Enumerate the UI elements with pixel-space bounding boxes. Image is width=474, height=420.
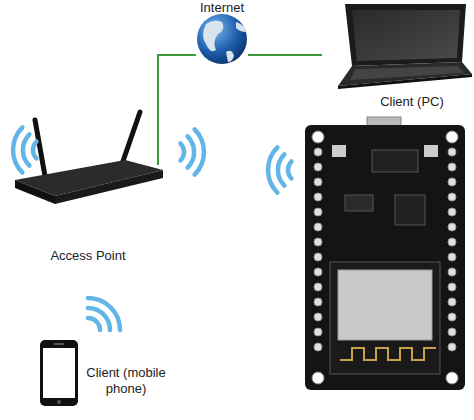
regulator-chip xyxy=(345,195,373,211)
pin-hole xyxy=(314,208,322,216)
esp-module xyxy=(330,262,440,374)
globe-sphere xyxy=(197,14,247,64)
network-link xyxy=(248,54,322,56)
pin-hole xyxy=(314,328,322,336)
globe-land xyxy=(236,22,246,32)
phone-speaker xyxy=(54,343,64,345)
device-label: Client (mobile phone) xyxy=(82,365,170,397)
pin-hole xyxy=(314,343,322,351)
pin-hole xyxy=(448,238,456,246)
wifi-wave xyxy=(88,298,120,330)
router-side xyxy=(55,170,163,204)
laptop-icon xyxy=(338,4,472,89)
pin-hole xyxy=(314,238,322,246)
wifi-wave xyxy=(88,308,110,330)
pin-hole xyxy=(448,208,456,216)
device-node: Internet xyxy=(196,14,248,64)
wifi-wave xyxy=(13,127,22,172)
wifi-wave xyxy=(33,142,37,159)
mounting-hole xyxy=(312,372,324,384)
pin-hole xyxy=(314,193,322,201)
globe-land xyxy=(226,51,234,62)
pin-hole xyxy=(314,148,322,156)
laptop-lid xyxy=(345,4,466,66)
pin-hole xyxy=(448,268,456,276)
nodemcu-board xyxy=(305,117,465,390)
router-front xyxy=(15,180,55,204)
phone-screen xyxy=(43,348,75,398)
router-icon xyxy=(15,112,163,204)
device-node: Access Point xyxy=(15,165,165,205)
mounting-hole xyxy=(312,131,324,143)
pin-hole xyxy=(448,253,456,261)
globe-icon xyxy=(197,14,247,64)
wifi-wave xyxy=(278,154,284,185)
pin-hole xyxy=(314,283,322,291)
device-label: Client (PC) xyxy=(362,94,462,110)
pin-hole xyxy=(314,268,322,276)
pin-hole xyxy=(448,328,456,336)
usb-chip xyxy=(372,150,418,172)
router-antenna xyxy=(122,112,140,164)
pin-hole xyxy=(448,283,456,291)
pin-hole xyxy=(314,163,322,171)
pin-hole xyxy=(314,313,322,321)
pin-hole xyxy=(448,193,456,201)
phone-icon xyxy=(40,340,78,406)
globe-land xyxy=(203,20,223,51)
device-node: Client (mobile phone) xyxy=(40,340,78,406)
router-antenna xyxy=(35,120,45,176)
mounting-hole xyxy=(446,372,458,384)
pcb-antenna xyxy=(340,348,436,360)
board-pcb xyxy=(305,125,465,390)
pin-hole xyxy=(448,223,456,231)
laptop-screen xyxy=(352,10,460,61)
push-button xyxy=(424,145,438,157)
pin-hole xyxy=(448,178,456,186)
pin-hole xyxy=(314,253,322,261)
phone-button xyxy=(57,400,61,404)
mounting-hole xyxy=(446,131,458,143)
wifi-waves xyxy=(13,127,291,330)
pin-hole xyxy=(448,163,456,171)
pin-hole xyxy=(448,343,456,351)
wifi-wave xyxy=(88,318,100,330)
esp-shield xyxy=(338,270,432,340)
device-label: Access Point xyxy=(28,248,148,264)
pin-hole xyxy=(314,178,322,186)
wifi-wave xyxy=(23,134,29,165)
wifi-wave xyxy=(268,147,277,192)
pin-hole xyxy=(448,298,456,306)
wifi-wave xyxy=(181,144,185,161)
push-button xyxy=(332,145,346,157)
pin-hole xyxy=(448,148,456,156)
pin-hole xyxy=(314,223,322,231)
device-label: Internet xyxy=(172,0,272,16)
pin-hole xyxy=(448,313,456,321)
wifi-wave xyxy=(188,136,194,167)
laptop-edge xyxy=(338,74,472,89)
device-node: Client (PC) xyxy=(322,2,472,88)
wifi-wave xyxy=(195,129,204,174)
ic-chip xyxy=(395,195,425,225)
phone-body xyxy=(40,340,78,406)
pin-holes xyxy=(314,148,456,351)
network-link xyxy=(158,55,196,165)
wifi-wave xyxy=(288,162,292,179)
pin-hole xyxy=(314,298,322,306)
